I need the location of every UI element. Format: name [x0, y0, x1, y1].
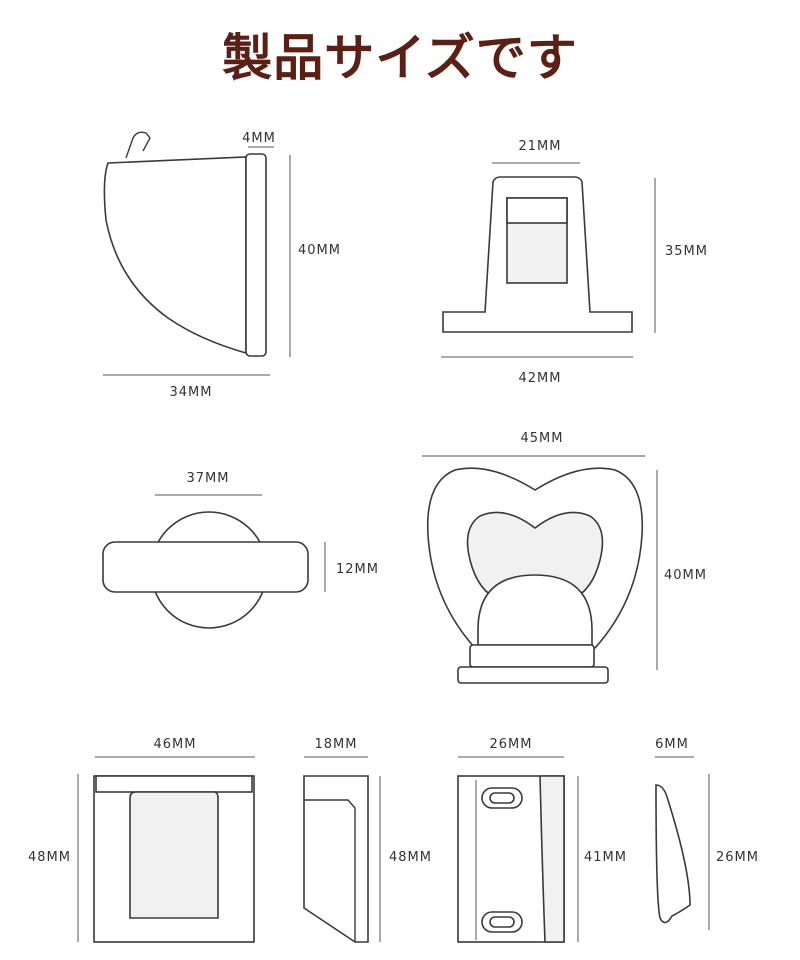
- plate-front-edge: [539, 775, 565, 943]
- dim-front-height: 48MM: [28, 850, 71, 865]
- heart-plate: [457, 666, 609, 684]
- dim-side-height: 48MM: [389, 850, 432, 865]
- dim-front-width: 26MM: [490, 737, 533, 752]
- wedge-stopper: 46MM 48MM 18MM 48MM: [28, 737, 432, 943]
- dim-side-depth: 18MM: [315, 737, 358, 752]
- dim-top: 21MM: [519, 139, 562, 154]
- dim-width: 34MM: [170, 385, 213, 400]
- plate-stopper: 26MM 41MM 6MM 26MM: [457, 737, 759, 943]
- hook-icon: [125, 131, 151, 159]
- dim-height: 35MM: [665, 244, 708, 259]
- dim-front-height: 41MM: [584, 850, 627, 865]
- bracket-stopper: 21MM 35MM 42MM: [441, 139, 708, 386]
- wedge-front-panel: [129, 791, 219, 919]
- dim-side-height: 26MM: [716, 850, 759, 865]
- page-title: 製品サイズです: [222, 29, 578, 87]
- quarter-round-stopper: 4MM 40MM 34MM: [103, 131, 341, 400]
- wedge-front-top: [95, 775, 253, 793]
- wedge-side-inner: [304, 799, 356, 942]
- dim-height: 40MM: [664, 568, 707, 583]
- round-bar-stopper: 37MM 12MM: [102, 471, 379, 629]
- quarter-round-body: [103, 156, 247, 355]
- dim-width: 37MM: [187, 471, 230, 486]
- dim-height: 40MM: [298, 243, 341, 258]
- dim-width: 45MM: [521, 431, 564, 446]
- heart-dome: [477, 574, 593, 646]
- heart-base: [469, 644, 595, 668]
- heart-stopper: 45MM 40MM: [422, 431, 707, 684]
- bracket-clip: [506, 197, 568, 224]
- dim-height: 12MM: [336, 562, 379, 577]
- wedge-side: [303, 775, 369, 943]
- dim-side-depth: 6MM: [655, 737, 689, 752]
- round-bar: [102, 541, 309, 593]
- dim-base: 42MM: [519, 371, 562, 386]
- quarter-round-plate: [245, 153, 267, 357]
- plate-side: [655, 784, 691, 924]
- dim-thickness: 4MM: [242, 131, 276, 146]
- dim-front-width: 46MM: [154, 737, 197, 752]
